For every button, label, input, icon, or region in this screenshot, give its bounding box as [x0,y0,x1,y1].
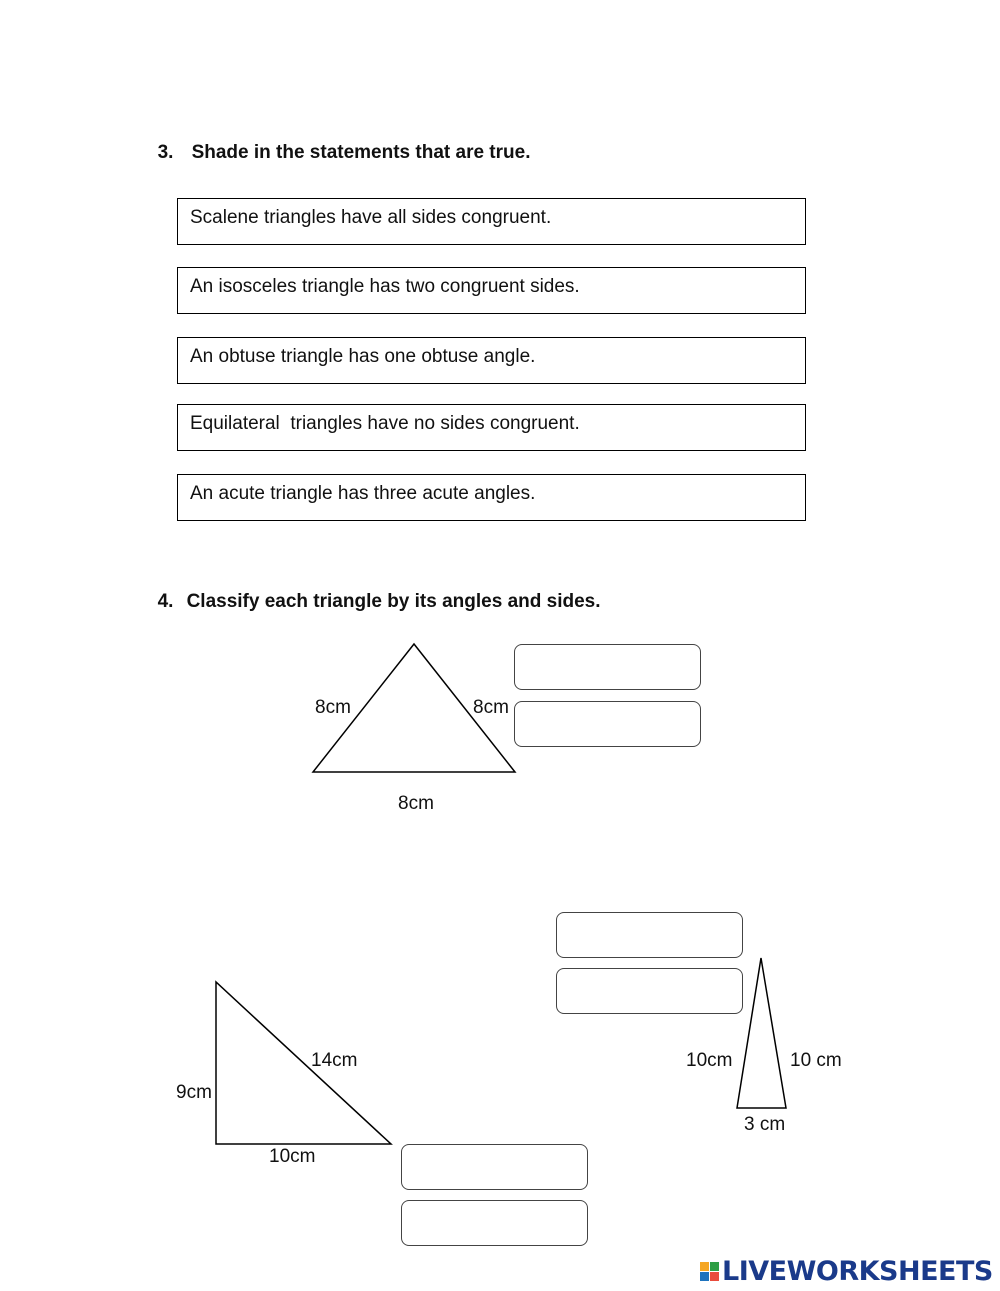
triangle-1-angle-answer-box[interactable] [514,644,701,690]
question-4-text: Classify each triangle by its angles and… [186,591,601,612]
statement-box-2[interactable]: An isosceles triangle has two congruent … [177,267,806,314]
logo-text: LIVEWORKSHEETS [722,1255,993,1287]
triangle-2-right-side-label: 10 cm [790,1050,842,1071]
liveworksheets-logo-icon [700,1261,719,1281]
statement-box-4[interactable]: Equilateral triangles have no sides cong… [177,404,806,451]
statement-box-1[interactable]: Scalene triangles have all sides congrue… [177,198,806,245]
triangle-3-vertical-side-label: 9cm [176,1082,212,1103]
triangle-1-side-answer-box[interactable] [514,701,701,747]
question-4-heading: 4. Classify each triangle by its angles a… [147,569,601,613]
question-3-heading: 3. Shade in the statements that are true. [147,120,531,164]
triangle-2-left-side-label: 10cm [686,1050,733,1071]
statement-box-3[interactable]: An obtuse triangle has one obtuse angle. [177,337,806,384]
triangle-3-base-label: 10cm [269,1146,316,1167]
triangle-2-angle-answer-box[interactable] [556,912,743,958]
triangle-1-left-side-label: 8cm [315,697,351,718]
triangle-3-side-answer-box[interactable] [401,1200,588,1246]
triangle-1-base-label: 8cm [398,793,434,814]
liveworksheets-logo: LIVEWORKSHEETS [700,1254,993,1288]
statement-text: Equilateral triangles have no sides cong… [190,413,580,434]
statement-text: An acute triangle has three acute angles… [190,483,536,504]
question-3-text: Shade in the statements that are true. [191,142,531,163]
isosceles-triangle [736,957,787,1109]
triangle-2-side-answer-box[interactable] [556,968,743,1014]
statement-text: An isosceles triangle has two congruent … [190,276,580,297]
statement-text: An obtuse triangle has one obtuse angle. [190,346,536,367]
triangle-2-base-label: 3 cm [744,1114,786,1135]
statement-text: Scalene triangles have all sides congrue… [190,207,552,228]
triangle-3-angle-answer-box[interactable] [401,1144,588,1190]
question-4-number: 4. [157,591,174,612]
statement-box-5[interactable]: An acute triangle has three acute angles… [177,474,806,521]
right-triangle [215,980,393,1145]
triangle-3-hypotenuse-label: 14cm [311,1050,358,1071]
triangle-1-right-side-label: 8cm [473,697,509,718]
question-3-number: 3. [157,142,174,163]
